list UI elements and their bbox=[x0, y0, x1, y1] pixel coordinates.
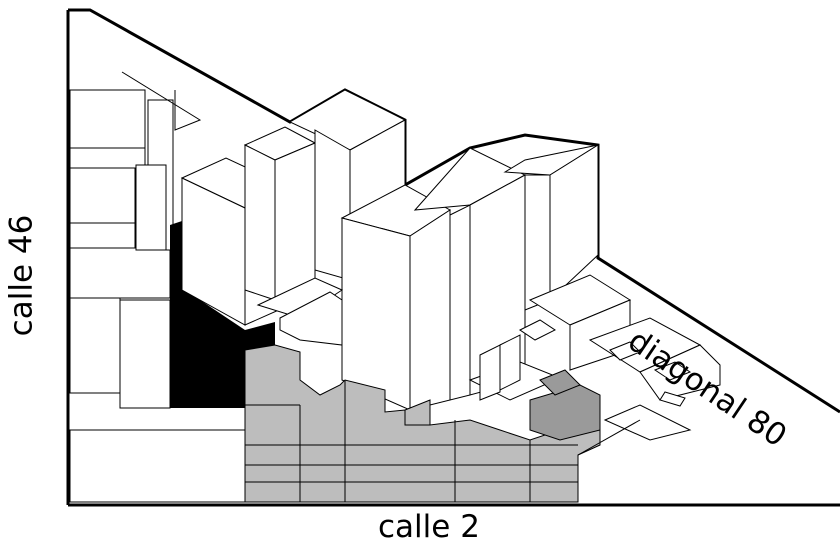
street-label-calle-2: calle 2 bbox=[378, 509, 480, 545]
highlight-gray-lots bbox=[244, 344, 601, 503]
towers bbox=[180, 89, 599, 411]
low-buildings bbox=[256, 274, 721, 441]
left-buildings bbox=[69, 71, 246, 503]
bottom-right-diagonal bbox=[577, 419, 641, 456]
street-label-calle-46: calle 46 bbox=[3, 214, 40, 337]
